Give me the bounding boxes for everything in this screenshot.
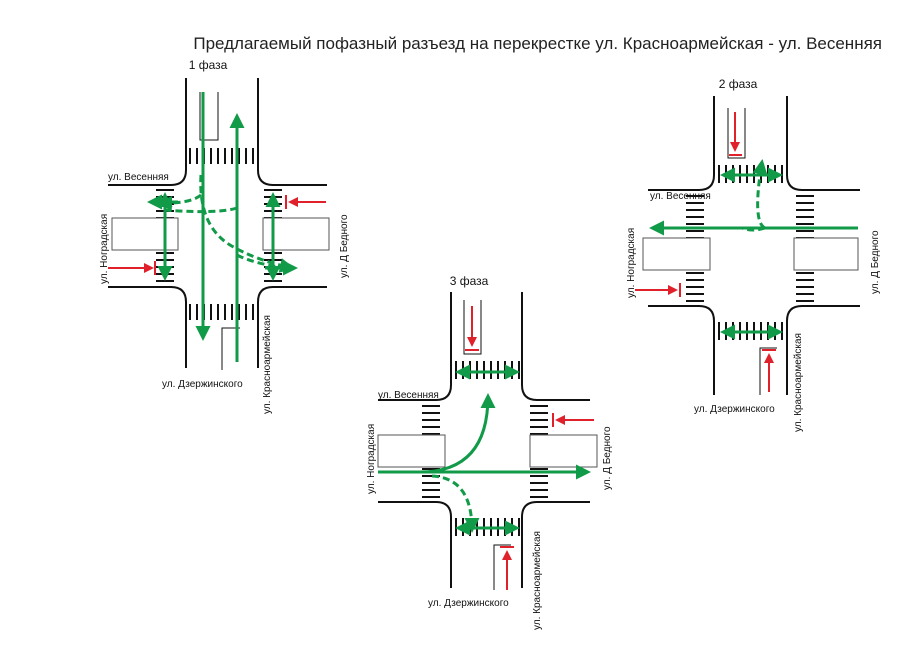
street-label: ул. Д Бедного	[870, 230, 881, 294]
diagram-title: Предлагаемый пофазный разъезд на перекре…	[193, 34, 882, 53]
road-edges	[108, 78, 327, 370]
street-label: ул. Дзержинского	[162, 379, 243, 390]
street-label: ул. Весенняя	[650, 191, 711, 202]
street-label: ул. Весенняя	[378, 390, 439, 401]
phase-3-label: 3 фаза	[450, 274, 489, 288]
phase-1: 1 фаза	[99, 58, 350, 414]
street-label: ул. Красноармейская	[793, 333, 804, 432]
street-label: ул. Красноармейская	[262, 315, 273, 414]
street-label: ул. Дзержинского	[694, 404, 775, 415]
red-stop-arrows	[108, 195, 326, 275]
street-label: ул. Д Бедного	[602, 426, 613, 490]
phase-2-label: 2 фаза	[719, 77, 758, 91]
phase-1-label: 1 фаза	[189, 58, 228, 72]
street-label: ул. Ноградская	[626, 228, 637, 298]
phase-3: 3 фаза	[366, 274, 613, 630]
street-label: ул. Д Бедного	[339, 214, 350, 278]
street-label: ул. Дзержинского	[428, 598, 509, 609]
phase-2: 2 фаза	[626, 77, 881, 432]
street-label: ул. Ноградская	[366, 424, 377, 494]
street-label: ул. Красноармейская	[532, 531, 543, 630]
island-left	[111, 217, 179, 251]
street-label: ул. Весенняя	[108, 172, 169, 183]
green-movements	[147, 92, 298, 362]
street-label: ул. Ноградская	[99, 214, 110, 284]
